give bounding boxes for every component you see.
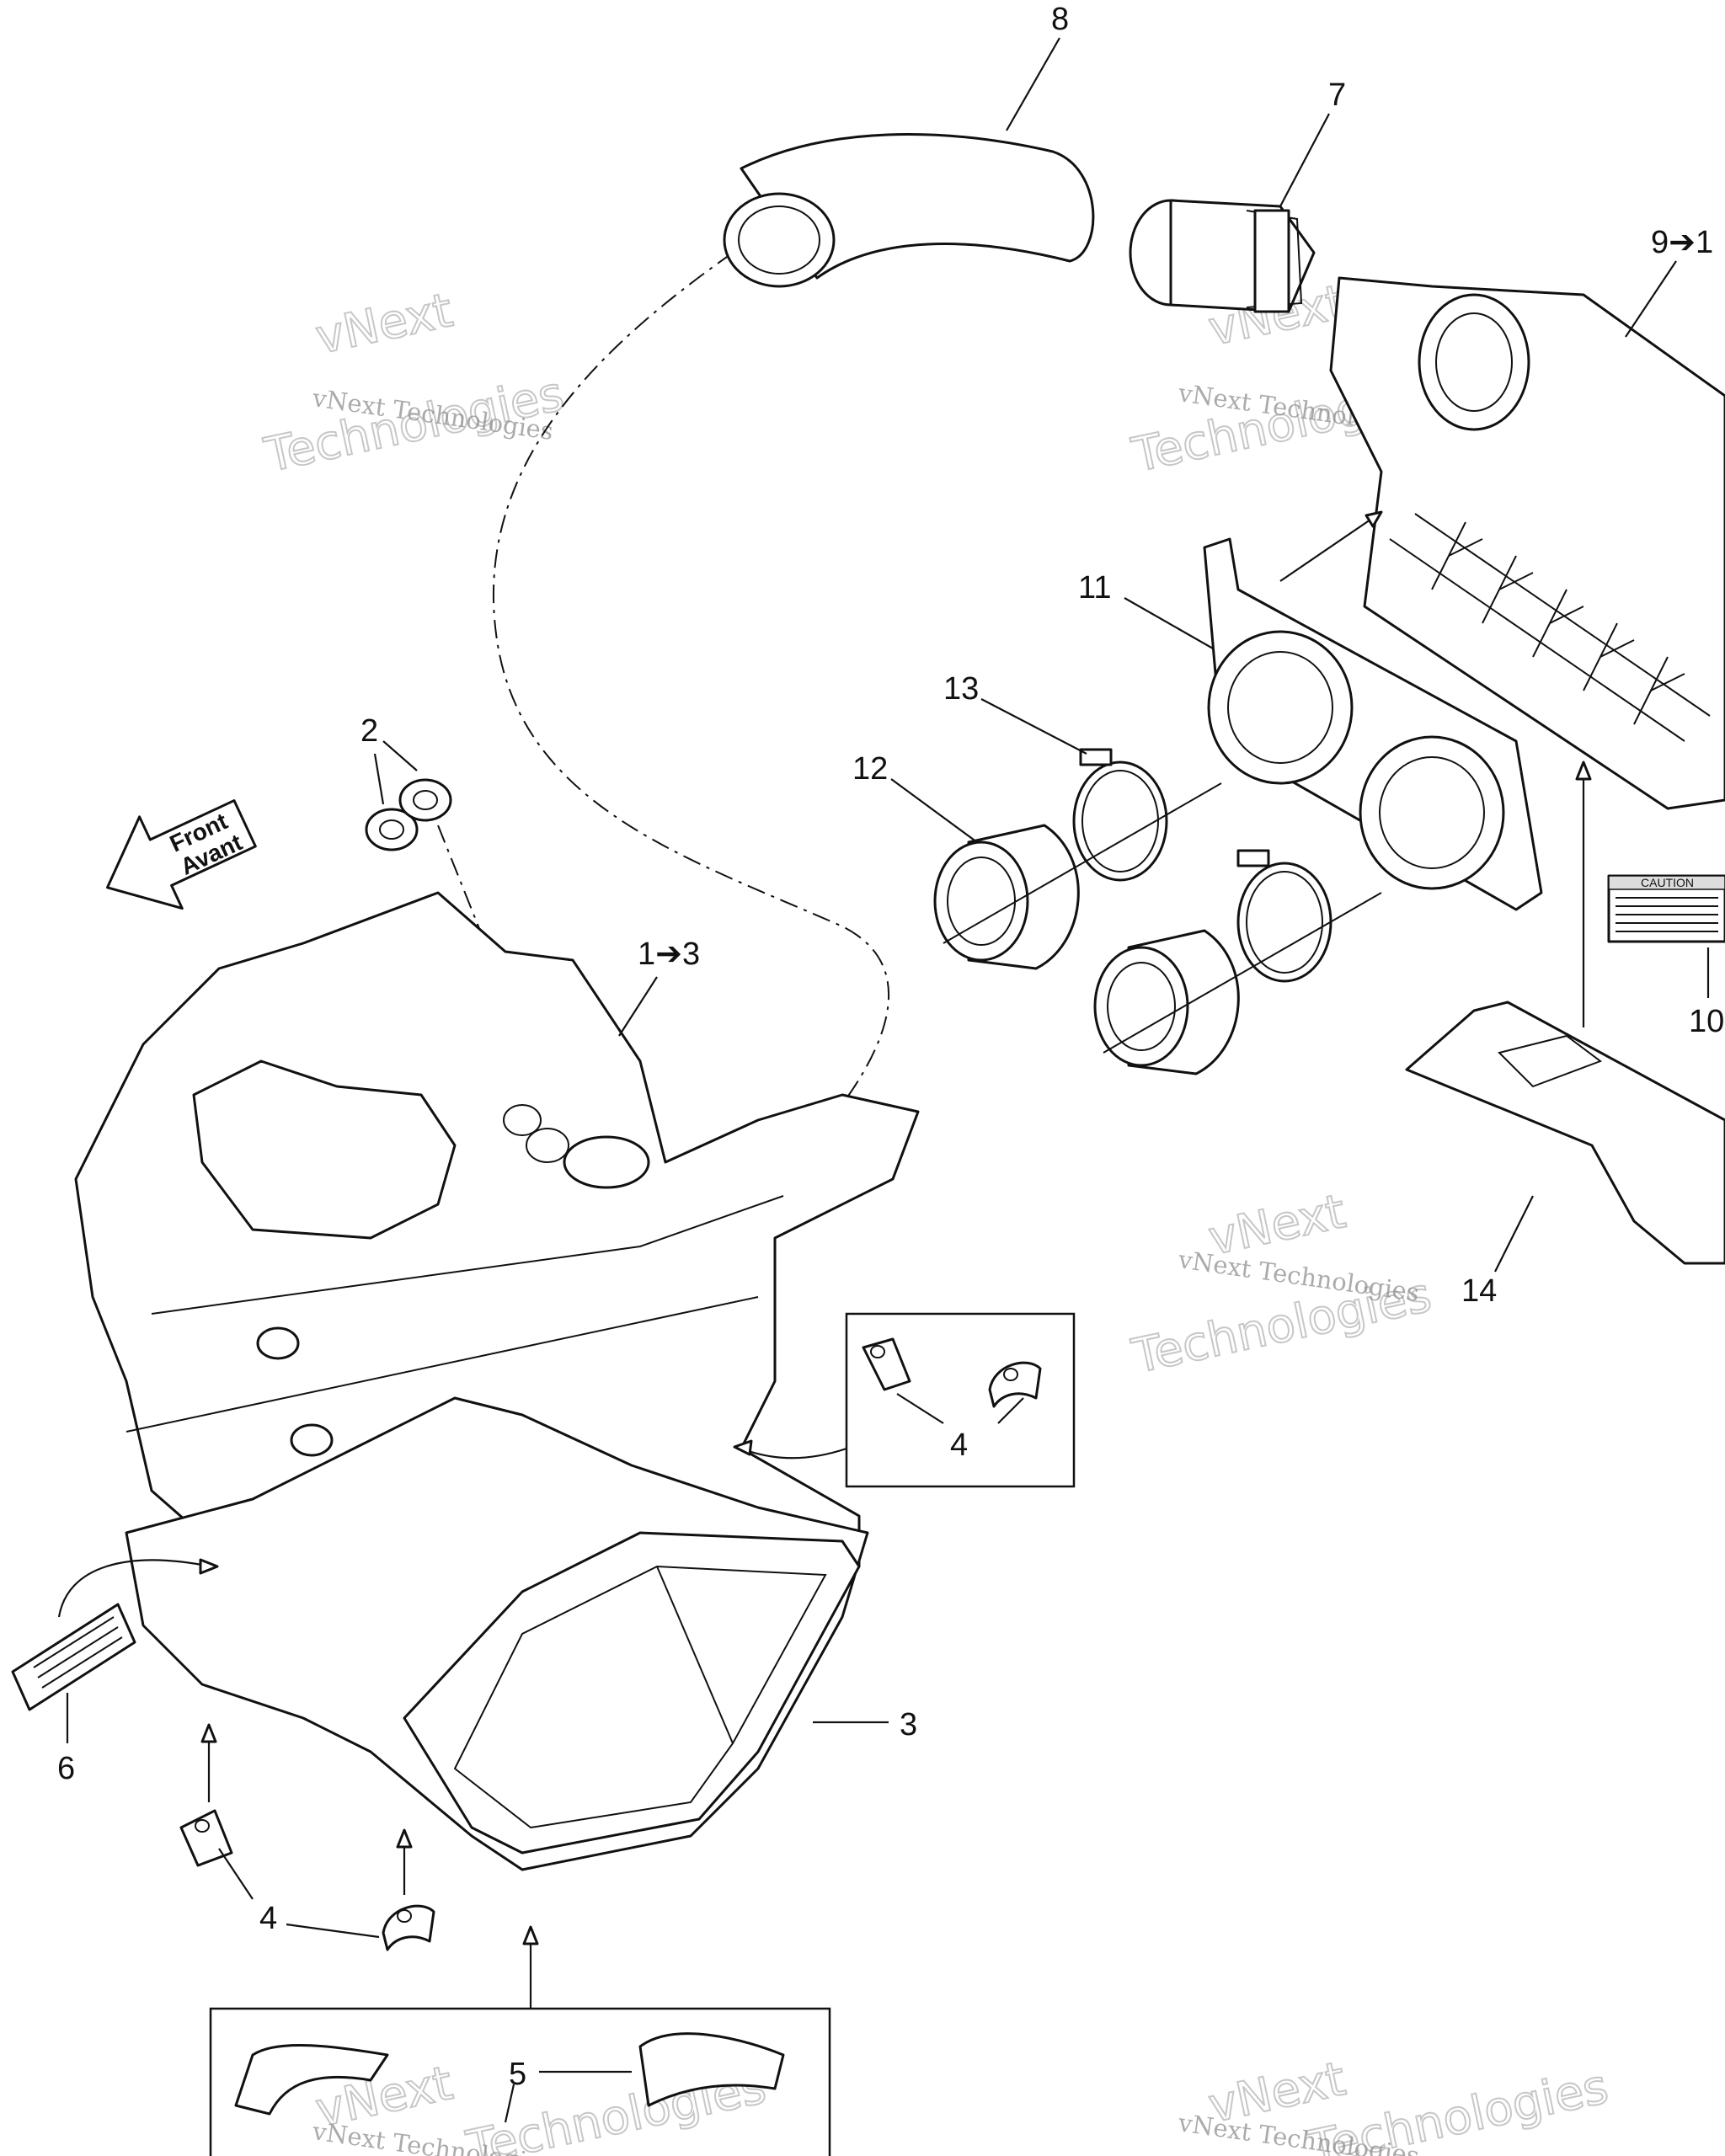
callout-4-inset: 4 <box>950 1428 968 1463</box>
leader-12 <box>890 778 978 843</box>
leader-4-lower <box>218 1848 380 1939</box>
leader-14 <box>1494 1195 1534 1273</box>
callout-6: 6 <box>57 1751 75 1786</box>
front-direction-arrow: Front Avant <box>105 799 257 910</box>
arrow-into-housing <box>57 1559 211 1618</box>
leader-4-inset <box>896 1393 1024 1424</box>
part-9-airbox-cover <box>1329 276 1725 810</box>
part-10-caution-label: CAUTION <box>1607 874 1725 943</box>
coupler-axis-lines <box>943 782 1382 1054</box>
leader-11 <box>1124 597 1214 649</box>
leader-2 <box>373 740 418 805</box>
arrow-inset-to-body <box>740 1447 847 1460</box>
part-8-intake-hose <box>723 133 1095 288</box>
part-4-clips-inset <box>862 1337 1042 1408</box>
arrow-head-clip-a <box>200 1723 217 1743</box>
watermark-bottom-right: vNext Technologies vNext Technologies <box>1176 2051 1614 2156</box>
callout-10: 10 <box>1689 1004 1724 1039</box>
part-1-silencer-body <box>74 891 920 1585</box>
callout-8: 8 <box>1051 2 1069 37</box>
inset-box-brackets <box>209 2007 831 2156</box>
watermark-top-left: vNext Technologies vNext Technologies <box>259 282 569 484</box>
part-7-adapter <box>1129 199 1316 313</box>
watermark-mid-right: vNext Technologies vNext Technologies <box>1126 1183 1436 1385</box>
arrow-head-inset <box>733 1439 753 1456</box>
arrow-head-clip-b <box>396 1828 413 1849</box>
part-6-decal <box>11 1603 136 1711</box>
part-4-clips-lower <box>179 1809 435 1951</box>
leader-5 <box>504 2070 632 2123</box>
leader-1 <box>618 976 658 1037</box>
inset-box-clips <box>845 1312 1076 1488</box>
callout-13: 13 <box>943 671 979 707</box>
callout-7: 7 <box>1328 77 1346 113</box>
hose-routing-line <box>492 252 890 1146</box>
arrow-head-brackets <box>522 1925 539 1945</box>
part-2-grommets <box>365 778 452 851</box>
arrow-head-housing <box>199 1558 219 1575</box>
callout-5: 5 <box>509 2057 526 2092</box>
callout-3: 3 <box>900 1707 917 1742</box>
leader-7 <box>1279 113 1330 207</box>
arrow-head-plate <box>1575 760 1592 781</box>
part-11-adapter-plate <box>1203 537 1543 911</box>
part-3-lower-housing <box>125 1396 869 1871</box>
callout-2: 2 <box>360 713 378 749</box>
callout-12: 12 <box>852 751 888 787</box>
arrow-head-airbox <box>1365 510 1383 528</box>
leader-9 <box>1625 260 1677 338</box>
callout-1: 1➔3 <box>638 937 700 972</box>
callout-14: 14 <box>1461 1273 1497 1309</box>
part-14-plate <box>1405 1001 1725 1265</box>
leader-8 <box>1006 37 1060 131</box>
part-13-clamps <box>1072 748 1332 983</box>
arrow-to-airbox <box>1279 517 1374 582</box>
leader-13 <box>980 698 1087 755</box>
callout-9: 9➔1 <box>1651 225 1713 260</box>
part-5-brackets <box>234 2032 785 2116</box>
callout-4-lower: 4 <box>259 1901 277 1936</box>
callout-11: 11 <box>1078 570 1111 606</box>
watermark-big-word-1: vNext <box>311 283 457 366</box>
caution-label-heading: CAUTION <box>1641 876 1694 889</box>
